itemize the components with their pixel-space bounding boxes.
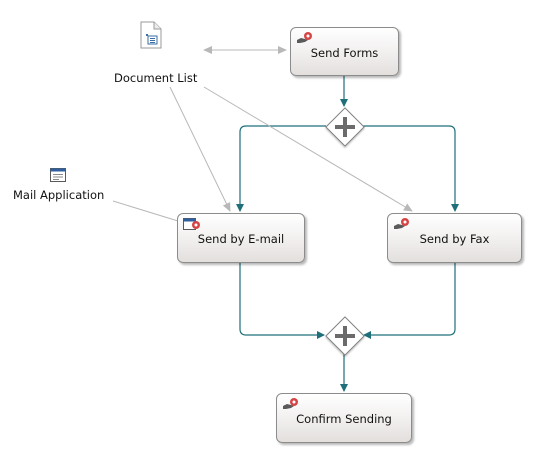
hand-gear-icon (297, 32, 312, 43)
task-send-by-fax-label: Send by Fax (419, 232, 490, 246)
association-doclist-email (169, 86, 231, 212)
flow-fax-to-join (363, 263, 456, 339)
flow-split-to-fax (362, 125, 459, 212)
task-send-forms-label: Send Forms (310, 45, 379, 60)
application-gear-icon (183, 218, 200, 230)
flow-split-to-email (236, 125, 326, 212)
application-window-icon[interactable] (50, 168, 66, 182)
task-send-by-email[interactable]: Send by E-mail (177, 213, 305, 263)
flow-email-to-join (239, 263, 325, 339)
association-doclist-fax (203, 86, 413, 212)
document-icon[interactable] (140, 21, 162, 49)
task-send-forms[interactable]: Send Forms (290, 27, 399, 76)
plus-icon (332, 114, 358, 140)
hand-gear-icon (394, 218, 409, 229)
task-confirm-sending[interactable]: Confirm Sending (276, 393, 412, 443)
hand-gear-icon (283, 398, 298, 409)
document-list-label: Document List (114, 71, 198, 85)
mail-application-label: Mail Application (13, 188, 105, 202)
plus-icon (332, 323, 358, 349)
task-confirm-sending-label: Confirm Sending (296, 412, 392, 426)
task-send-by-email-label: Send by E-mail (197, 232, 285, 246)
association-mailapp-email (112, 200, 179, 222)
task-send-by-fax[interactable]: Send by Fax (387, 213, 522, 263)
